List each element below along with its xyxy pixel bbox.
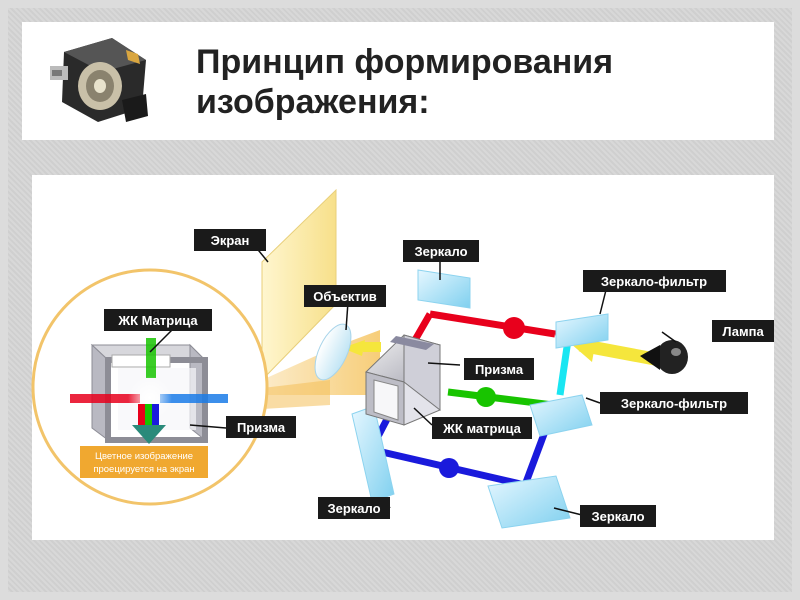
- lamp: [640, 340, 688, 374]
- svg-text:Зеркало-фильтр: Зеркало-фильтр: [601, 274, 707, 289]
- mirror-bottom-right: [487, 475, 571, 529]
- inset-green-ray: [146, 338, 156, 378]
- prism-output-arrow: [342, 340, 365, 356]
- projector-lamp-icon: [44, 32, 160, 128]
- label-screen: Экран: [194, 229, 266, 251]
- label-lcd-matrix-inset: ЖК Матрица: [104, 309, 212, 331]
- inset-caption-line-2: проецируется на экран: [93, 464, 194, 475]
- filter-mirror-mid: [529, 394, 593, 437]
- label-mirror-top: Зеркало: [403, 240, 479, 262]
- svg-text:Зеркало-фильтр: Зеркало-фильтр: [621, 396, 727, 411]
- blue-filter-dot: [439, 458, 459, 478]
- inset-output-arrow: [132, 404, 166, 444]
- green-beam: [447, 388, 554, 409]
- cyan-beam: [556, 339, 572, 396]
- inset-caption-line-1: Цветное изображение: [95, 451, 193, 462]
- label-lcd-matrix-main: ЖК матрица: [432, 417, 532, 439]
- svg-text:Объектив: Объектив: [313, 289, 377, 304]
- title-line-1: Принцип формирования: [196, 43, 614, 81]
- green-filter-dot: [476, 387, 496, 407]
- title-line-2: изображения:: [196, 83, 430, 121]
- svg-text:ЖК Матрица: ЖК Матрица: [117, 313, 198, 328]
- filter-mirror-top: [555, 313, 609, 349]
- label-prism-inset: Призма: [226, 416, 296, 438]
- red-filter-dot: [503, 317, 525, 339]
- inset-blue-ray: [160, 394, 228, 403]
- svg-text:Призма: Призма: [475, 362, 524, 377]
- svg-text:Призма: Призма: [237, 420, 286, 435]
- label-filter-mirror-top: Зеркало-фильтр: [583, 270, 726, 292]
- label-mirror-bottom-right: Зеркало: [580, 505, 656, 527]
- red-beam: [429, 310, 556, 338]
- svg-text:ЖК матрица: ЖК матрица: [442, 421, 521, 436]
- label-filter-mirror-mid: Зеркало-фильтр: [600, 392, 748, 414]
- page-title: Принцип формирования изображения:: [196, 42, 676, 122]
- svg-text:Лампа: Лампа: [722, 324, 764, 339]
- label-mirror-bottom-left: Зеркало: [318, 497, 390, 519]
- svg-text:Зеркало: Зеркало: [327, 501, 380, 516]
- inset-red-ray: [70, 394, 140, 403]
- label-lamp: Лампа: [712, 320, 774, 342]
- svg-text:Зеркало: Зеркало: [414, 244, 467, 259]
- svg-text:Экран: Экран: [211, 233, 250, 248]
- prism-assembly: [365, 334, 441, 426]
- label-prism-main: Призма: [464, 358, 534, 380]
- inset-caption-box: [80, 446, 208, 478]
- svg-text:Зеркало: Зеркало: [591, 509, 644, 524]
- label-lens: Объектив: [304, 285, 386, 307]
- mirror-top: [417, 269, 471, 309]
